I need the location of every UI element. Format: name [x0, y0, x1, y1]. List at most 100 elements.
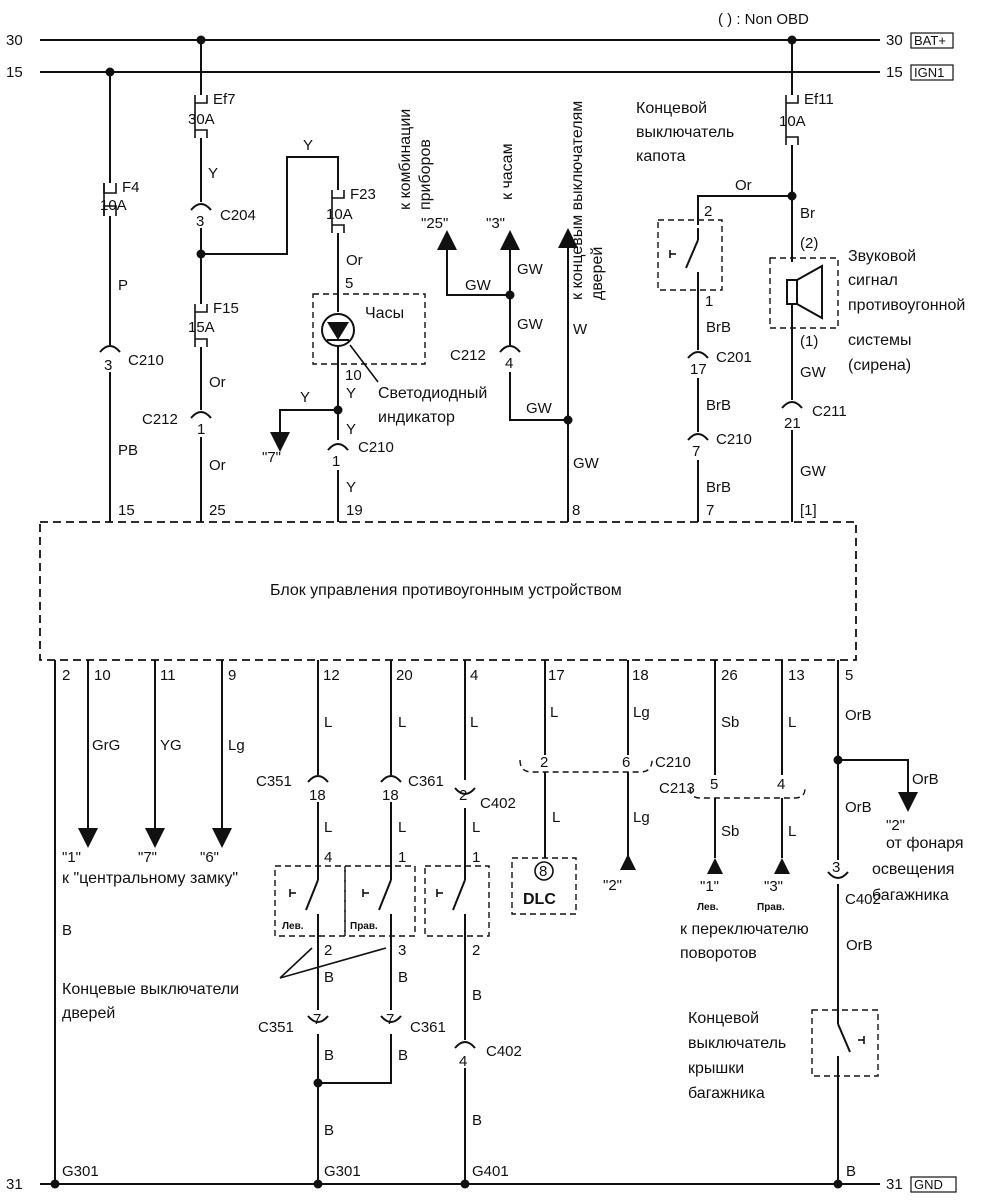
pin-19: 19 [346, 502, 363, 519]
ref-3: "3" [486, 215, 505, 232]
pin-15: 15 [118, 502, 135, 519]
c402b-label: C402 [845, 891, 881, 908]
rail-15-right-label: 15 [886, 64, 903, 81]
wire-gw-s2: GW [800, 463, 827, 480]
door-switches-label-1: Концевые выключатели [62, 981, 239, 998]
wire-b-sw2: B [398, 969, 408, 986]
turn-left-label: Лев. [697, 902, 719, 913]
c213-pin2: 4 [777, 776, 785, 793]
c402-branch: L 2 C402 L 1 [454, 660, 516, 868]
c402c-label: C402 [486, 1043, 522, 1060]
wire-or-c212: Or [209, 374, 226, 391]
bottom-pins: 2 10 11 9 12 20 4 17 18 26 13 5 [62, 667, 853, 684]
gw-branch: "25" "3" к комбинации приборов к часам к… [397, 101, 606, 522]
to-clock-label: к часам [499, 143, 516, 200]
wire-l17b: L [552, 809, 560, 826]
trunk-switch-label-1: Концевой [688, 1010, 759, 1027]
wire-l12b: L [324, 819, 332, 836]
rail-31-left-label: 31 [6, 1176, 23, 1193]
ef7-amp: 30A [188, 111, 215, 128]
siren-label-5: (сирена) [848, 357, 911, 374]
turn-right-label: Прав. [757, 902, 785, 913]
wire-gw2: GW [517, 261, 544, 278]
rail-31-right-label: 31 [886, 1176, 903, 1193]
pin-8: 8 [572, 502, 580, 519]
siren-label-3: противоугонной [848, 297, 965, 314]
c213-pin1: 5 [710, 776, 718, 793]
c351b-label: C351 [258, 1019, 294, 1036]
wire-b-c361: B [398, 1047, 408, 1064]
ef11-amp: 10A [779, 113, 806, 130]
siren-label-1: Звуковой [848, 248, 916, 265]
c402b-pin: 3 [832, 859, 840, 876]
turn-branch: Sb L C213 5 4 Sb L "1" "3" Лев. Прав. к … [659, 660, 809, 962]
wire-lg18: Lg [633, 704, 650, 721]
ref-cl-7: "7" [138, 849, 157, 866]
pin-b13: 13 [788, 667, 805, 684]
ref-25: "25" [421, 215, 448, 232]
siren-box [769, 257, 839, 329]
antitheft-module-box [39, 521, 857, 661]
wire-gw-s1: GW [800, 364, 827, 381]
to-cluster-label-2: приборов [417, 139, 434, 210]
right-door-branch: L C361 18 L 1 [380, 660, 444, 868]
door-switches-label-2: дверей [62, 1005, 115, 1022]
c402a-pin: 2 [459, 787, 467, 804]
wire-orb5: OrB [845, 707, 872, 724]
pin-7: 7 [706, 502, 714, 519]
wire-l13: L [788, 714, 796, 731]
siren-pin-2: (2) [800, 235, 818, 252]
turn-label-2: поворотов [680, 945, 757, 962]
wire-orb-c402: OrB [846, 937, 873, 954]
siren-label-2: сигнал [848, 272, 898, 289]
third-door-switch-box [424, 865, 490, 937]
to-door-label-1: к концевым выключателям [569, 101, 586, 300]
g301-mid: G301 [324, 1163, 361, 1180]
rail-15-left-label: 15 [6, 64, 23, 81]
hood-pin-1: 1 [705, 293, 713, 310]
wire-y-c210b: Y [346, 421, 356, 438]
wire-gw5: GW [573, 455, 600, 472]
c361a-pin: 18 [382, 787, 399, 804]
g401: G401 [472, 1163, 509, 1180]
wire-brb2: BrB [706, 397, 731, 414]
c211-label: C211 [812, 403, 847, 420]
pin-25: 25 [209, 502, 226, 519]
ef11-label: Ef11 [804, 91, 834, 108]
left-door-switch-icon [289, 868, 319, 940]
trunk-branch: OrB OrB "2" от фонаря освещения багажник… [688, 660, 964, 1184]
wire-br: Br [800, 205, 815, 222]
dsw-l-pin2: 2 [324, 942, 332, 959]
clock-pin-10: 10 [345, 367, 362, 384]
wire-l12: L [324, 714, 332, 731]
wire-or-hood: Or [735, 177, 752, 194]
ref-cl-1: "1" [62, 849, 81, 866]
c212a-pin: 1 [197, 421, 205, 438]
pin-b5: 5 [845, 667, 853, 684]
c210b-label: C210 [358, 439, 394, 456]
siren-branch: Ef11 10A Br (2) (1) GW 21 C211 GW [1] Зв… [769, 40, 965, 522]
pin-b18: 18 [632, 667, 649, 684]
c402a-label: C402 [480, 795, 516, 812]
wire-or-mod: Or [209, 457, 226, 474]
bat-badge: BAT+ [914, 33, 946, 48]
c212b-pin: 4 [505, 355, 513, 372]
wire-gw4: GW [526, 400, 553, 417]
pin-b2: 2 [62, 667, 70, 684]
trunk-switch-label-2: выключатель [688, 1035, 786, 1052]
c210c-pin: 7 [692, 443, 700, 460]
wire-lg1: Lg [228, 737, 245, 754]
g301-left: G301 [62, 1163, 99, 1180]
door-switches: Лев. Прав. 2 3 2 Концевые выключатели дв… [62, 865, 490, 1022]
wire-gw3: GW [517, 316, 544, 333]
wire-w: W [573, 321, 588, 338]
c204-label: C204 [220, 207, 256, 224]
c201-label: C201 [716, 349, 752, 366]
wire-b-c402b: B [472, 1112, 482, 1129]
c204-pin: 3 [196, 213, 204, 230]
rail-30: 30 30 BAT+ [6, 32, 954, 49]
dlc-branch: L Lg 2 6 C210 L 8 DLC Lg "2" [511, 660, 691, 915]
wire-brb1: BrB [706, 319, 731, 336]
c210a-pin: 3 [104, 357, 112, 374]
